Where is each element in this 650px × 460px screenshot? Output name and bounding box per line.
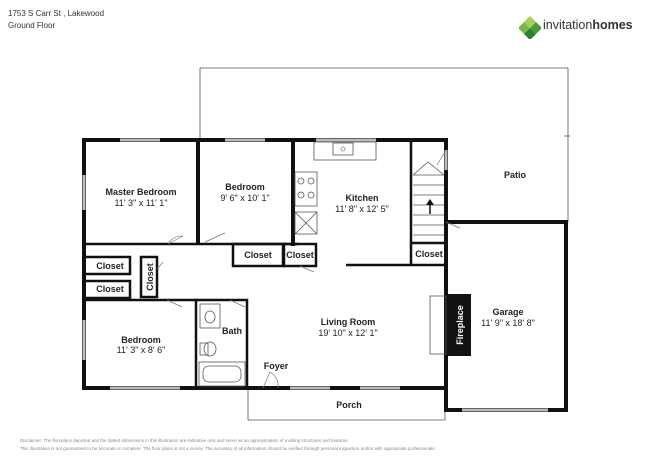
room-name-porch: Porch: [336, 400, 362, 410]
room-name-garage: Garage: [492, 307, 523, 317]
disclaimer-line-1: Disclaimer: The floorplans depicted and …: [20, 438, 349, 443]
stairs: [412, 161, 445, 236]
room-dims-master-bedroom: 11' 3" x 11' 1": [114, 198, 167, 208]
fireplace-label: Fireplace: [455, 305, 465, 345]
room-name-bath: Bath: [222, 326, 242, 336]
doors: [156, 149, 461, 389]
room-name-master-bedroom: Master Bedroom: [105, 187, 176, 197]
brand-logo: invitationhomes: [519, 15, 639, 39]
bath-fixtures: [198, 303, 246, 387]
room-name-kitchen: Kitchen: [345, 193, 378, 203]
brand-name-part2: homes: [592, 18, 633, 32]
closet-label-3: Closet: [244, 250, 272, 260]
closet-label-6: Closet: [145, 263, 155, 291]
room-dims-living-room: 19' 10" x 12' 1": [318, 328, 377, 338]
stair-arrow-icon: [426, 199, 434, 214]
room-name-living-room: Living Room: [321, 317, 376, 327]
fireplace-block: [447, 294, 471, 356]
room-dims-garage: 11' 9" x 18' 8": [481, 318, 535, 328]
brand-name-part1: invitation: [543, 18, 593, 32]
closet-label-4: Closet: [286, 250, 314, 260]
room-name-patio: Patio: [504, 170, 527, 180]
address-label: 1753 S Carr St , Lakewood: [8, 9, 105, 18]
room-dims-bedroom-2: 11' 3" x 8' 6": [117, 345, 166, 355]
room-name-foyer: Foyer: [264, 361, 289, 371]
room-dims-bedroom-1: 9' 6" x 10' 1": [220, 193, 269, 203]
room-name-bedroom-1: Bedroom: [225, 182, 265, 192]
windows: [82, 138, 448, 390]
house-walls: [82, 138, 448, 390]
closet-label-2: Closet: [96, 284, 124, 294]
brand-name: invitationhomes: [543, 18, 633, 32]
disclaimer-line-2: This illustration is not guaranteed to b…: [20, 446, 436, 451]
room-dims-kitchen: 11' 8" x 12' 5": [335, 204, 389, 214]
closet-label-1: Closet: [96, 261, 124, 271]
room-name-bedroom-2: Bedroom: [121, 335, 161, 345]
closet-label-5: Closet: [415, 249, 443, 259]
kitchen-fixtures: [294, 141, 377, 235]
diamond-cluster-logo-icon: [519, 16, 541, 39]
hearth: [429, 295, 447, 355]
floor-label: Ground Floor: [8, 21, 56, 30]
patio-outline: [199, 67, 570, 222]
